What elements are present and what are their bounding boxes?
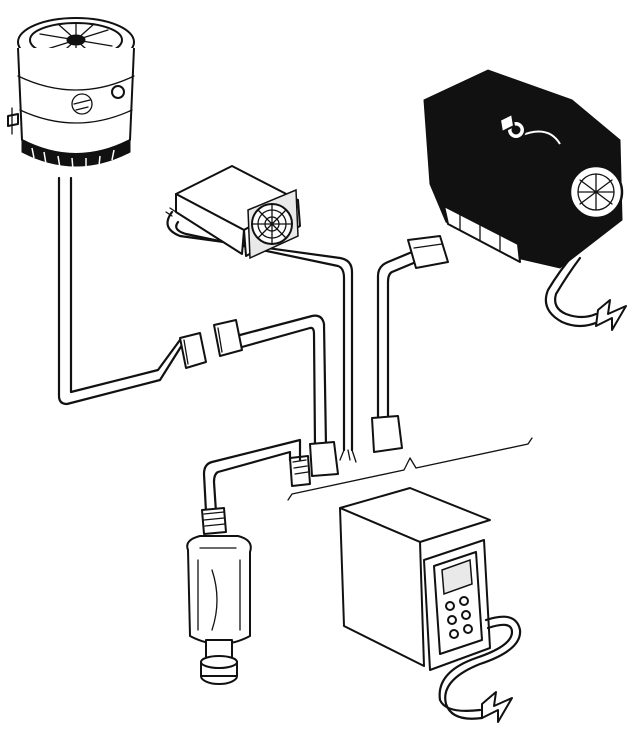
vacuum-gauge-icon [186,535,252,685]
fan-cable [166,210,357,463]
turbo-molecular-pump-icon [7,17,135,171]
controller-cable-a [238,314,328,448]
scroll-pump-cable [371,235,449,453]
power-lightning-icon [595,299,627,331]
scroll-backing-pump-icon [423,69,624,269]
turbo-pump-cable [57,176,184,406]
scroll-pump-power-cord [544,252,600,328]
gauge-cable [201,438,302,535]
junction-connectors [289,441,339,487]
power-lightning-icon [481,691,513,723]
controller-unit-icon [339,487,491,671]
cable-bundle-brace [287,437,533,501]
cooling-fan-icon [165,165,301,260]
controller-power-cord [438,615,522,720]
cable-connector-pair [179,319,243,369]
